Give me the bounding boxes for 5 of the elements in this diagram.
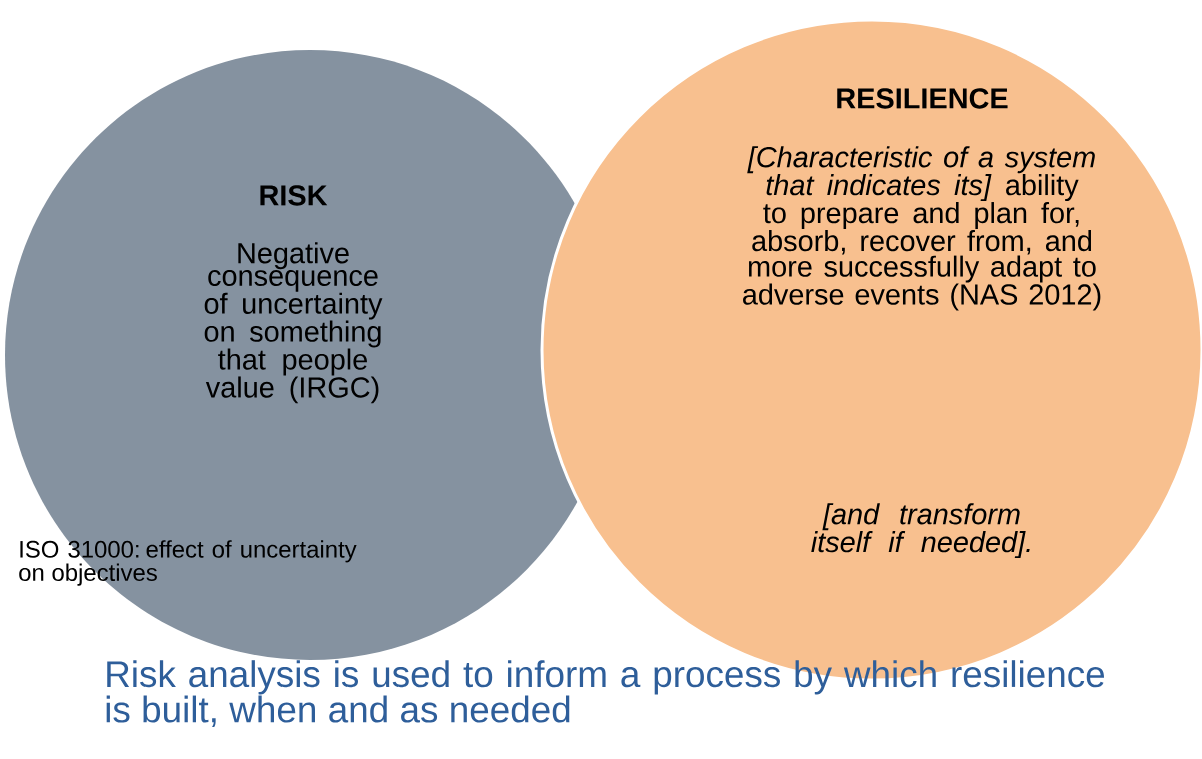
circle-heading: RESILIENCE xyxy=(837,88,1008,109)
circle-text: Negative consequence of uncertainty on something that people value (IRGC) xyxy=(204,242,383,404)
circle-heading: RISK xyxy=(260,185,328,206)
circle-text: [and transform itself if needed]. xyxy=(811,503,1030,559)
circle-text: [Characteristic of a system that indicates its] ability to prepare and plan for, absorb, recover from, and more successfully adapt to adverse events (NAS 2012) xyxy=(743,146,1101,311)
